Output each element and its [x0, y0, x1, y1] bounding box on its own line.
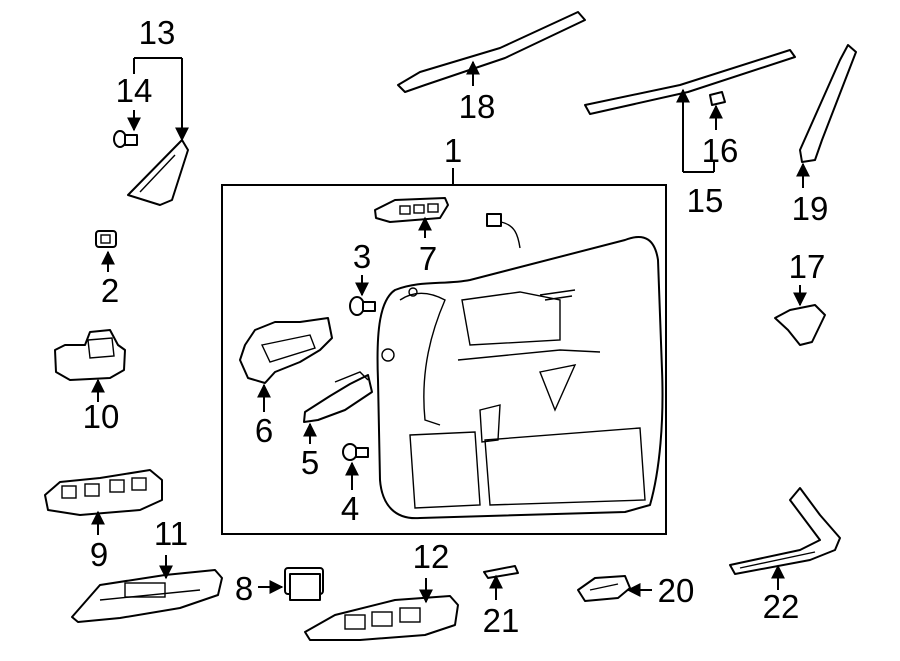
part-inside-handle-bracket — [239, 317, 333, 384]
callout-10: 10 — [83, 398, 120, 435]
part-window-switch-panel — [374, 197, 449, 223]
leader-lines — [91, 57, 810, 604]
callout-19: 19 — [792, 190, 829, 227]
part-belt-moulding-18 — [397, 11, 586, 93]
callout-14: 14 — [116, 72, 153, 109]
part-mirror-corner-cover — [127, 139, 189, 206]
part-inside-handle — [303, 371, 373, 423]
part-door-trim-panel — [376, 235, 664, 520]
callout-15: 15 — [687, 182, 724, 219]
part-switch-8 — [284, 567, 324, 601]
callout-3: 3 — [353, 238, 371, 275]
callout-2: 2 — [101, 272, 119, 309]
part-inner-belt-strip-15 — [584, 49, 796, 115]
callout-5: 5 — [301, 444, 319, 481]
part-armrest-trim-22 — [729, 487, 841, 575]
part-switch-bezel-11 — [71, 569, 223, 623]
callout-4: 4 — [341, 490, 359, 527]
part-switch-panel-12 — [304, 595, 459, 641]
callout-labels: 1 2 3 4 5 6 7 8 9 10 11 12 13 14 15 16 1… — [83, 14, 829, 639]
part-bracket-17 — [774, 304, 826, 346]
callout-8: 8 — [235, 570, 253, 607]
callout-21: 21 — [483, 602, 520, 639]
callout-18: 18 — [459, 88, 496, 125]
part-handle-insert-20 — [577, 575, 631, 602]
door-panel-assembly-frame — [221, 184, 667, 535]
part-screw-3 — [349, 296, 376, 316]
part-pillar-garnish-19 — [799, 44, 857, 163]
part-master-window-switch — [44, 469, 163, 516]
callout-22: 22 — [763, 588, 800, 625]
callout-12: 12 — [413, 538, 450, 575]
part-connector-wire — [486, 213, 521, 249]
callout-9: 9 — [90, 536, 108, 573]
callout-13: 13 — [139, 14, 176, 51]
part-screw-4 — [342, 443, 369, 461]
callout-6: 6 — [255, 412, 273, 449]
callout-1: 1 — [444, 132, 462, 169]
callout-20: 20 — [658, 572, 695, 609]
part-clip-16 — [709, 91, 726, 106]
callout-11: 11 — [154, 515, 188, 552]
callout-17: 17 — [789, 248, 826, 285]
part-lamp-21 — [483, 565, 519, 579]
part-switch-10 — [54, 329, 126, 381]
callout-16: 16 — [702, 132, 739, 169]
part-clip-2 — [95, 230, 117, 248]
callout-7: 7 — [419, 240, 437, 277]
part-clip-14 — [113, 130, 138, 148]
